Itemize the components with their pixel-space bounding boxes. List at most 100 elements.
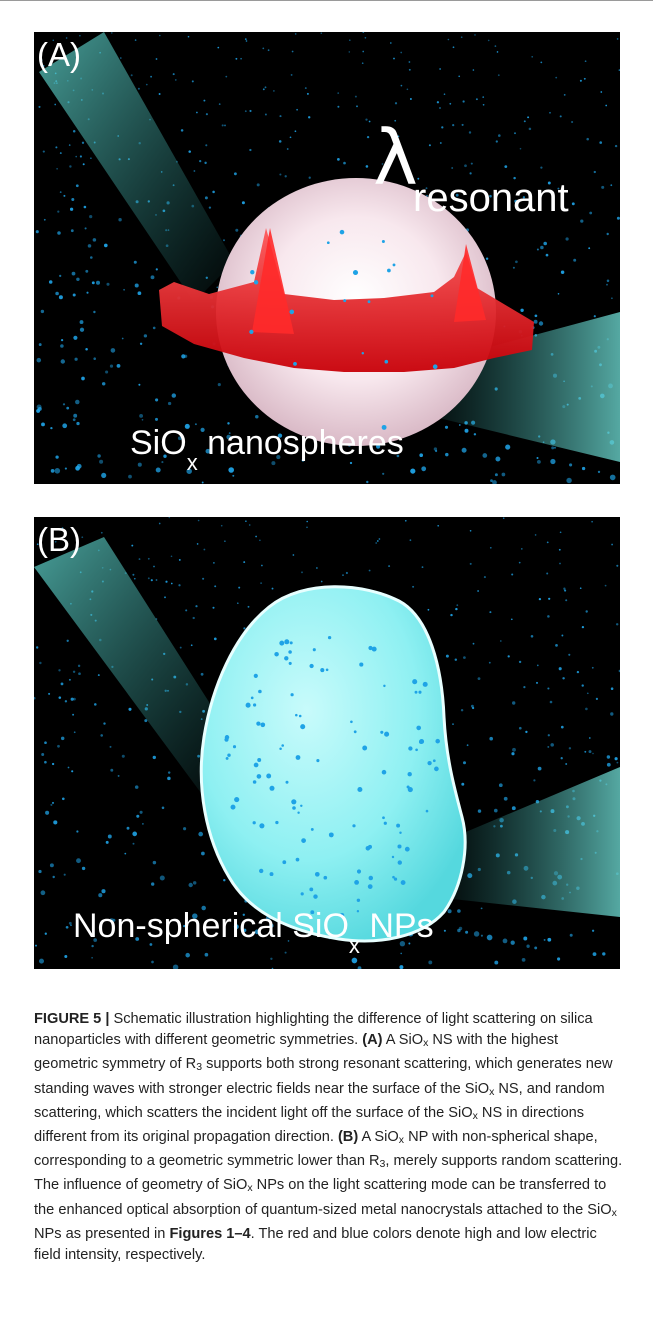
field-dot — [70, 229, 74, 233]
field-dot — [518, 726, 522, 730]
field-dot — [345, 571, 348, 575]
field-dot — [85, 269, 89, 273]
field-dot — [394, 102, 398, 105]
field-dot — [510, 940, 515, 945]
caption-text: NPs as presented in — [34, 1225, 170, 1242]
field-dot — [306, 520, 309, 523]
surface-dot — [284, 656, 289, 661]
non-spherical-sio2-particle — [199, 585, 467, 943]
field-dot — [469, 172, 472, 175]
surface-dot — [252, 821, 256, 825]
field-dot — [81, 536, 84, 539]
field-dot — [147, 557, 150, 560]
field-dot — [457, 909, 461, 913]
field-dot — [290, 73, 293, 76]
field-dot — [530, 635, 534, 638]
caption-text: supports both strong resonant scattering… — [34, 1056, 613, 1097]
field-dot — [68, 144, 71, 146]
field-dot — [34, 696, 36, 700]
field-dot — [597, 470, 601, 474]
field-dot — [526, 944, 530, 948]
field-dot — [260, 582, 262, 584]
surface-dot — [371, 646, 377, 652]
surface-dot — [392, 875, 395, 879]
field-dot — [276, 455, 281, 460]
field-dot — [410, 468, 416, 474]
field-dot — [41, 753, 45, 756]
field-dot — [492, 480, 497, 484]
field-dot — [138, 558, 141, 561]
field-dot — [36, 404, 42, 410]
field-dot — [433, 447, 438, 451]
field-dot — [400, 51, 403, 54]
field-dot — [152, 860, 157, 865]
field-dot — [36, 646, 39, 649]
field-dot — [284, 951, 287, 954]
field-dot — [64, 955, 68, 958]
field-dot — [342, 574, 344, 576]
field-dot — [133, 260, 137, 264]
field-dot — [197, 519, 200, 522]
panel-a-illustration — [35, 32, 620, 484]
surface-dot — [279, 747, 282, 750]
field-dot — [101, 889, 106, 894]
field-dot — [515, 260, 518, 264]
field-dot — [493, 808, 498, 813]
surface-dot — [323, 875, 328, 880]
field-dot — [167, 771, 171, 774]
field-dot — [110, 768, 114, 772]
field-dot — [70, 924, 72, 927]
field-dot — [591, 666, 594, 669]
field-dot — [150, 75, 152, 78]
field-dot — [190, 644, 193, 647]
field-dot — [291, 50, 294, 53]
field-dot — [69, 207, 74, 211]
field-dot — [101, 472, 107, 478]
field-dot — [59, 191, 62, 193]
field-dot — [549, 111, 551, 114]
field-dot — [558, 548, 561, 551]
field-dot — [540, 61, 543, 64]
field-dot — [375, 542, 378, 544]
surface-dot — [250, 696, 254, 700]
field-dot — [461, 782, 465, 786]
field-dot — [406, 168, 410, 171]
caption-text: A SiO — [358, 1129, 399, 1146]
field-dot — [565, 599, 568, 602]
field-dot — [36, 543, 39, 546]
panel-a-caption-label: SiOx nanospheres — [130, 424, 404, 475]
field-dot — [616, 216, 620, 220]
field-dot — [584, 750, 587, 753]
surface-dot — [325, 668, 329, 672]
surface-dot — [257, 758, 262, 762]
field-dot — [469, 562, 472, 565]
field-dot — [287, 940, 290, 942]
field-dot — [222, 239, 226, 242]
field-dot — [527, 116, 530, 119]
field-dot — [73, 413, 78, 418]
surface-dot — [310, 910, 315, 915]
surface-dot — [434, 766, 439, 772]
lambda-subscript: resonant — [413, 176, 569, 220]
field-dot — [155, 417, 158, 421]
field-dot — [67, 766, 70, 769]
surface-dot — [316, 759, 320, 763]
field-dot — [558, 667, 562, 671]
field-dot — [41, 422, 45, 427]
field-dot — [505, 444, 511, 450]
field-dot — [588, 247, 591, 250]
field-dot — [503, 796, 508, 801]
field-dot — [301, 458, 305, 462]
field-dot — [264, 86, 267, 89]
surface-dot — [301, 838, 306, 843]
surface-dot — [350, 720, 353, 724]
field-dot — [81, 866, 86, 871]
field-dot — [76, 463, 82, 469]
field-dot — [188, 882, 193, 888]
field-dot — [79, 155, 82, 158]
field-dot — [185, 952, 190, 958]
field-dot — [482, 96, 485, 98]
field-dot — [456, 604, 459, 607]
surface-dot — [256, 721, 261, 726]
field-dot — [35, 944, 37, 947]
